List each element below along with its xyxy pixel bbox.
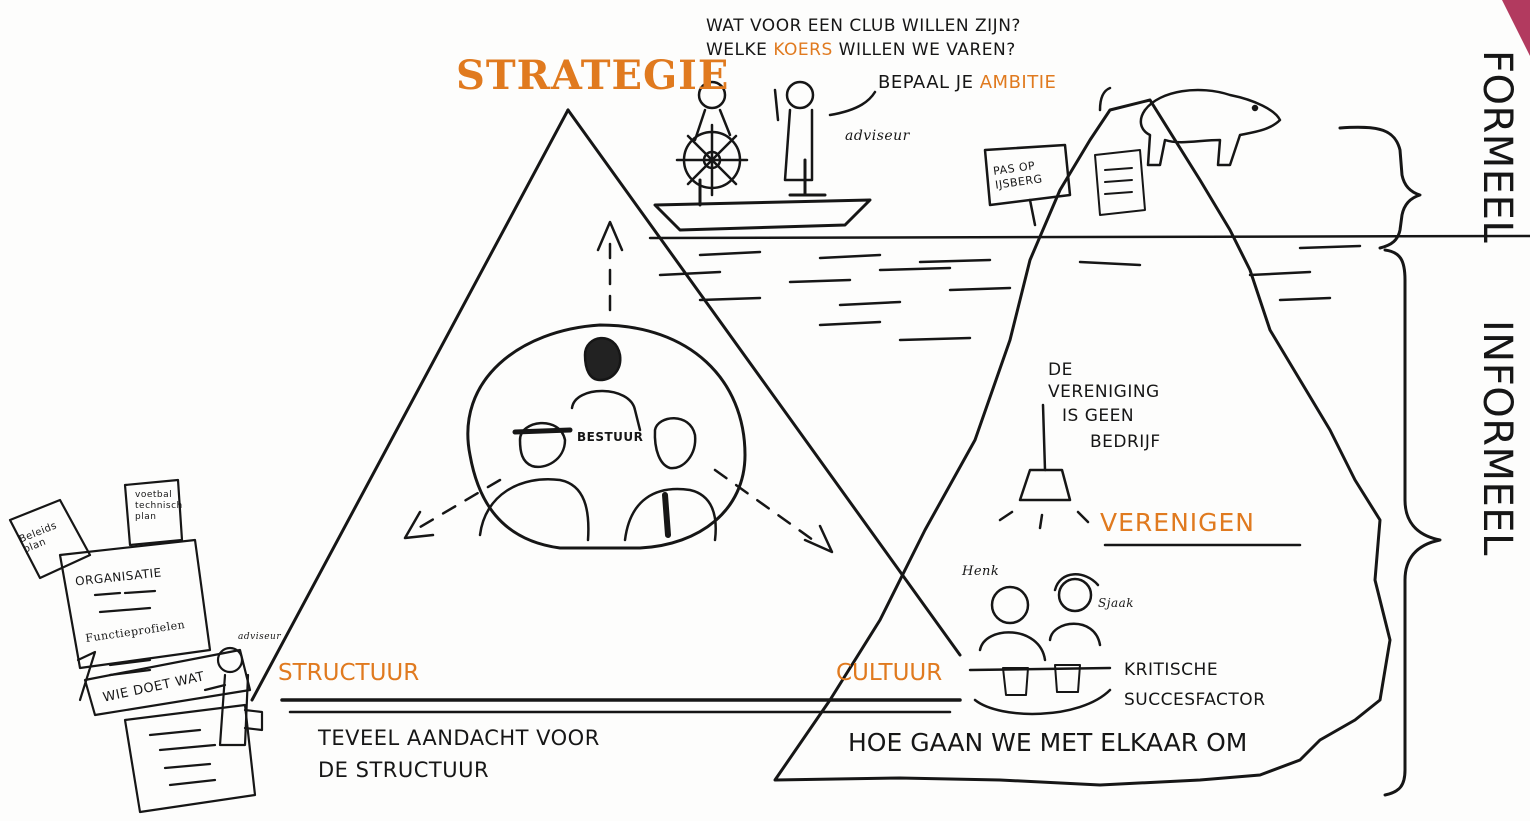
ambitie-pre: BEPAAL JE xyxy=(878,72,980,93)
bestuur-figures xyxy=(478,336,717,542)
arrow-heads xyxy=(403,220,834,554)
bestuur-circle xyxy=(466,323,747,550)
corner-decoration xyxy=(1502,0,1530,56)
ambitie-word: AMBITIE xyxy=(979,72,1057,93)
cultuur-label: CULTUUR xyxy=(836,660,943,686)
sjaak-label: Sjaak xyxy=(1098,596,1135,610)
henk-sjaak-figures xyxy=(968,573,1112,716)
sailor-figures xyxy=(693,80,877,182)
teveel-line2: DE STRUCTUUR xyxy=(318,758,490,782)
lamp-icon xyxy=(998,403,1090,530)
left-documents xyxy=(8,478,257,814)
polar-bear-icon xyxy=(1139,88,1282,167)
vereniging-line1: DE xyxy=(1048,360,1073,380)
iceberg xyxy=(773,98,1392,787)
vereniging-line2: VERENIGING xyxy=(1048,382,1160,402)
verenigen-label: VERENIGEN xyxy=(1100,508,1256,537)
vereniging-line4: BEDRIJF xyxy=(1090,432,1161,452)
teveel-line1: TEVEEL AANDACHT VOOR xyxy=(318,726,600,750)
formeel-brace xyxy=(1338,125,1422,250)
beer-glass-icon xyxy=(1002,664,1081,696)
adviseur-label: adviseur xyxy=(845,128,910,144)
club-question-line1: WAT VOOR EEN CLUB WILLEN ZIJN? xyxy=(706,16,1021,36)
formeel-label: FORMEEL xyxy=(1474,50,1520,244)
informeel-brace xyxy=(1383,248,1442,797)
koers-word: KOERS xyxy=(773,40,833,60)
iceberg-document xyxy=(1094,149,1146,216)
technisch-plan-label: voetbal technisch plan xyxy=(135,490,183,522)
hoe-gaan-label: HOE GAAN WE MET ELKAAR OM xyxy=(848,728,1248,757)
ship-wheel-icon xyxy=(675,123,749,197)
club-question-pre: WELKE xyxy=(706,40,774,60)
strategie-title: STRATEGIE xyxy=(456,52,730,99)
water-lines xyxy=(648,234,1530,342)
kritische-line2: SUCCESFACTOR xyxy=(1124,690,1266,710)
vereniging-line3: IS GEEN xyxy=(1062,406,1135,426)
triangle xyxy=(250,108,962,702)
ambitie-text: BEPAAL JE AMBITIE xyxy=(878,72,1056,93)
bestuur-label: BESTUUR xyxy=(577,430,644,444)
dashed-arrows xyxy=(413,238,822,547)
advisor-small-figure xyxy=(203,646,264,747)
warning-sign xyxy=(983,143,1072,227)
henk-label: Henk xyxy=(962,564,1000,579)
kritische-line1: KRITISCHE xyxy=(1124,660,1219,680)
club-question-post: WILLEN WE VAREN? xyxy=(832,40,1016,60)
structuur-label: STRUCTUUR xyxy=(278,660,420,686)
club-question-line2: WELKE KOERS WILLEN WE VAREN? xyxy=(706,40,1016,60)
adviseur-small-label: adviseur xyxy=(238,632,282,642)
informeel-label: INFORMEEL xyxy=(1474,320,1520,556)
